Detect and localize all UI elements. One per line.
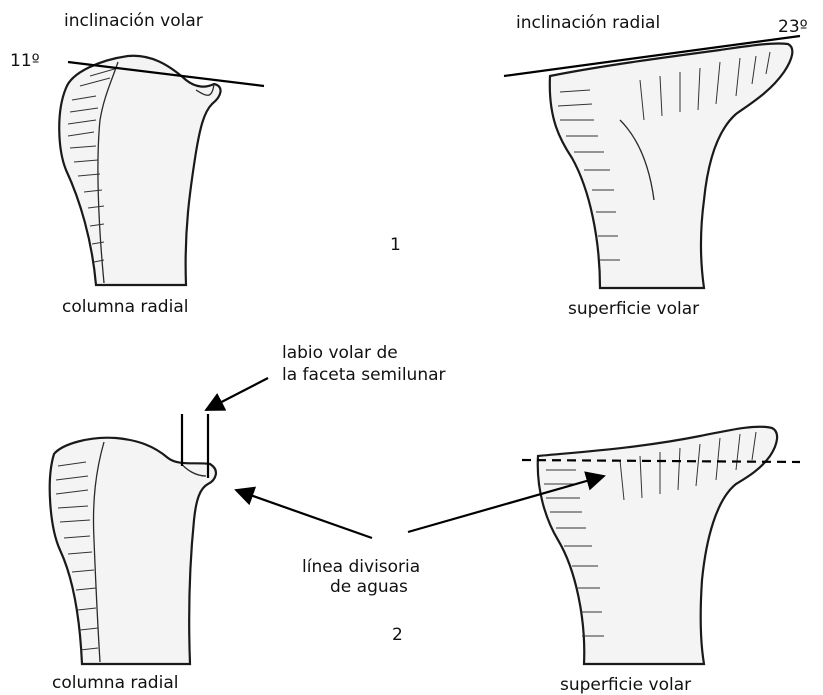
panel-number-2: 2 <box>392 625 403 645</box>
bone-lateral-view-2 <box>50 438 216 664</box>
label-linea-line2: de aguas <box>330 577 408 597</box>
bone-lateral-view-1 <box>59 56 220 285</box>
label-superficie-volar-2: superficie volar <box>560 675 691 695</box>
arrow-linea-left <box>236 490 372 538</box>
label-linea-line1: línea divisoria <box>302 557 420 577</box>
bone-volar-view-1 <box>550 43 793 288</box>
label-columna-radial-2: columna radial <box>52 673 178 693</box>
label-inclinacion-volar: inclinación volar <box>64 11 203 31</box>
bone-volar-view-2 <box>538 427 777 664</box>
label-superficie-volar-1: superficie volar <box>568 299 699 319</box>
panel-number-1: 1 <box>390 235 401 255</box>
label-labio-line1: labio volar de <box>282 343 398 363</box>
arrow-labio-volar <box>206 378 268 410</box>
label-angle-radial: 23º <box>778 17 808 37</box>
label-angle-volar: 11º <box>10 51 40 71</box>
label-labio-line2: la faceta semilunar <box>282 365 446 385</box>
label-columna-radial-1: columna radial <box>62 297 188 317</box>
label-inclinacion-radial: inclinación radial <box>516 13 660 33</box>
